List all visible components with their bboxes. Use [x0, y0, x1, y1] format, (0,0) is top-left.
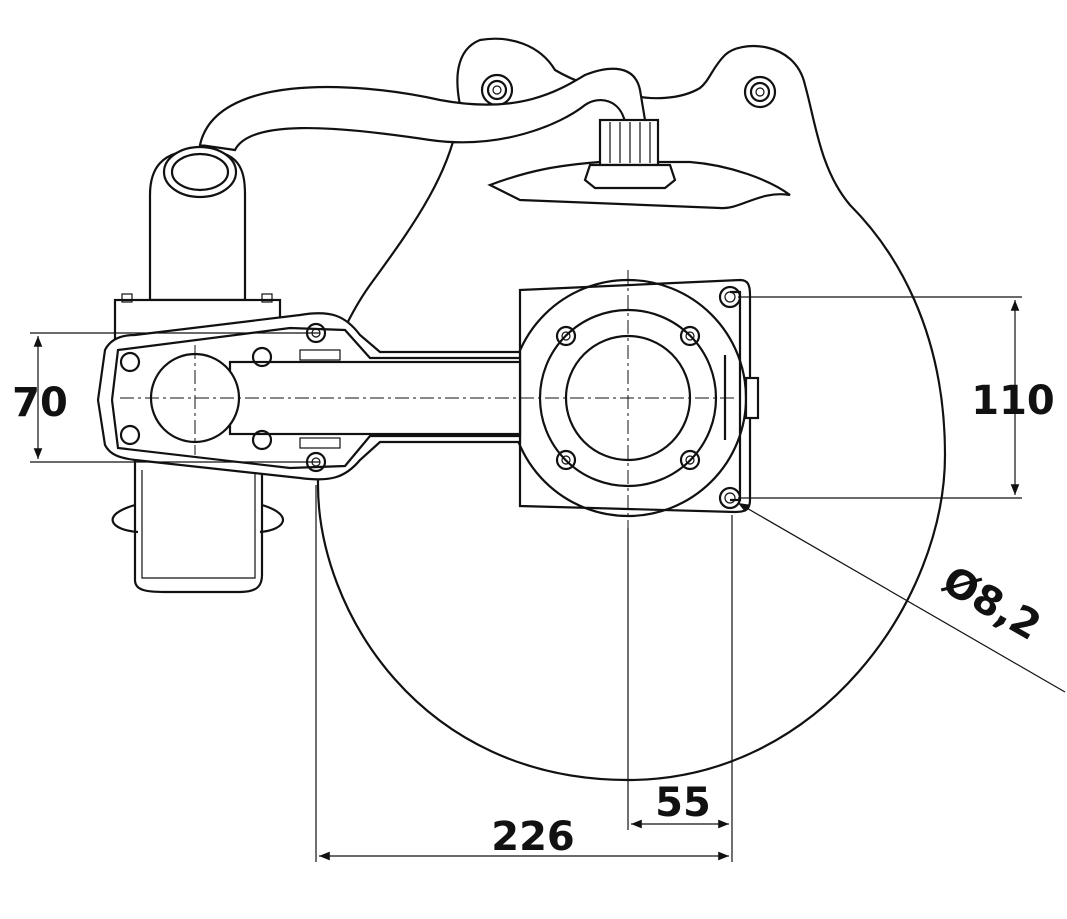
dimension-70: 70	[12, 332, 320, 463]
dimension-label-70: 70	[12, 380, 68, 426]
cable-gland	[487, 118, 791, 210]
arm-hole	[119, 351, 141, 373]
dimension-label-55: 55	[655, 780, 711, 826]
arm-hole	[119, 424, 141, 446]
hub-bolt	[555, 325, 577, 347]
dimension-label-226: 226	[491, 814, 575, 860]
swivel-inlet	[113, 145, 282, 342]
dimension-55: 55	[627, 515, 733, 862]
dimension-label-diameter: Ø8,2	[935, 558, 1049, 650]
hub-bolt	[679, 449, 701, 471]
arm-hole	[251, 346, 273, 368]
hub-bolt	[555, 449, 577, 471]
arm-hole	[251, 429, 273, 451]
hub-bolt	[679, 325, 701, 347]
inlet-hose	[198, 67, 647, 152]
dimension-110: 110	[738, 296, 1055, 499]
dimension-226: 226	[315, 485, 729, 862]
mount-hole-top-right	[743, 75, 777, 109]
crank-handle	[111, 458, 285, 594]
dimension-label-110: 110	[971, 378, 1055, 424]
